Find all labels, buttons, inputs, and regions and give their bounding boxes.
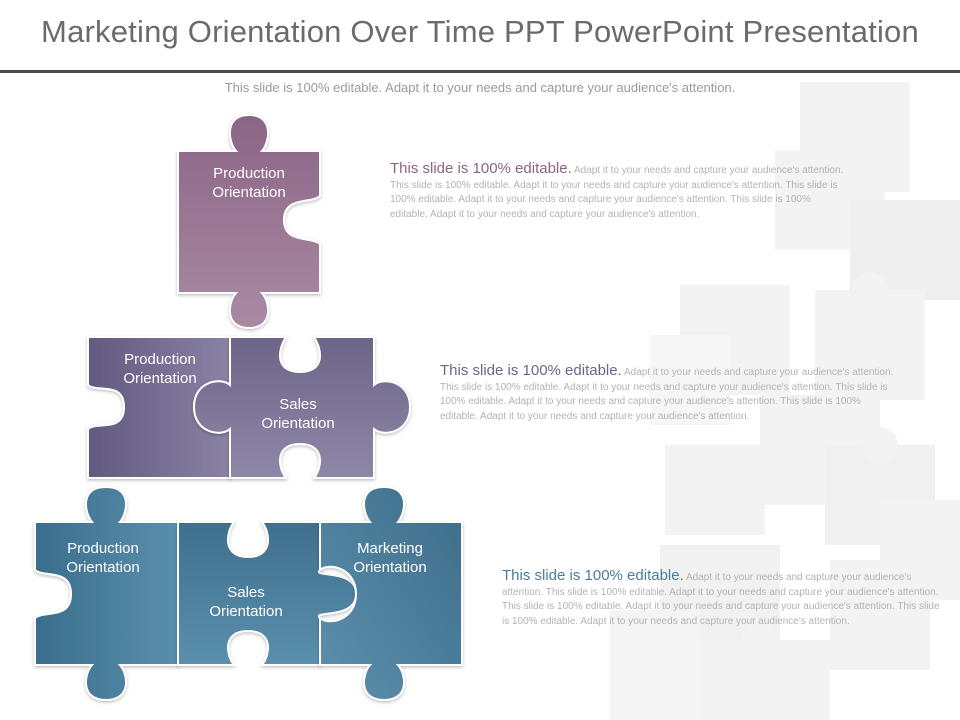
tier3-label-production: Production Orientation: [66, 540, 140, 576]
tier2-description-lead: This slide is 100% editable.: [440, 362, 622, 379]
tier2-label-sales: Sales Orientation: [261, 396, 335, 432]
page-subtitle: This slide is 100% editable. Adapt it to…: [224, 80, 736, 95]
title-divider: [0, 70, 960, 73]
faint-puzzle-pattern: [610, 82, 960, 720]
tier2-description-body: Adapt it to your needs and capture your …: [440, 367, 894, 422]
tier1-piece: [177, 113, 321, 330]
tier2-label-production: Production Orientation: [123, 351, 197, 387]
tier1-description-body: Adapt it to your needs and capture your …: [390, 165, 844, 220]
tier3-description-body: Adapt it to your needs and capture your …: [502, 572, 940, 627]
tier2-description: This slide is 100% editable. Adapt it to…: [440, 362, 895, 424]
tier3-piece-right: [319, 485, 463, 702]
tier2-piece-right: [192, 336, 412, 479]
page-title: Marketing Orientation Over Time PPT Powe…: [41, 14, 919, 49]
tier3-label-marketing: Marketing Orientation: [353, 540, 427, 576]
tier3-description-lead: This slide is 100% editable.: [502, 567, 684, 584]
tier3-label-sales: Sales Orientation: [209, 584, 283, 620]
tier3-description: This slide is 100% editable. Adapt it to…: [502, 567, 942, 629]
tier1-description-lead: This slide is 100% editable.: [390, 160, 572, 177]
tier1-description: This slide is 100% editable. Adapt it to…: [390, 160, 845, 222]
tier3-piece-left: [34, 485, 179, 702]
tier1-label-production: Production Orientation: [212, 165, 286, 201]
